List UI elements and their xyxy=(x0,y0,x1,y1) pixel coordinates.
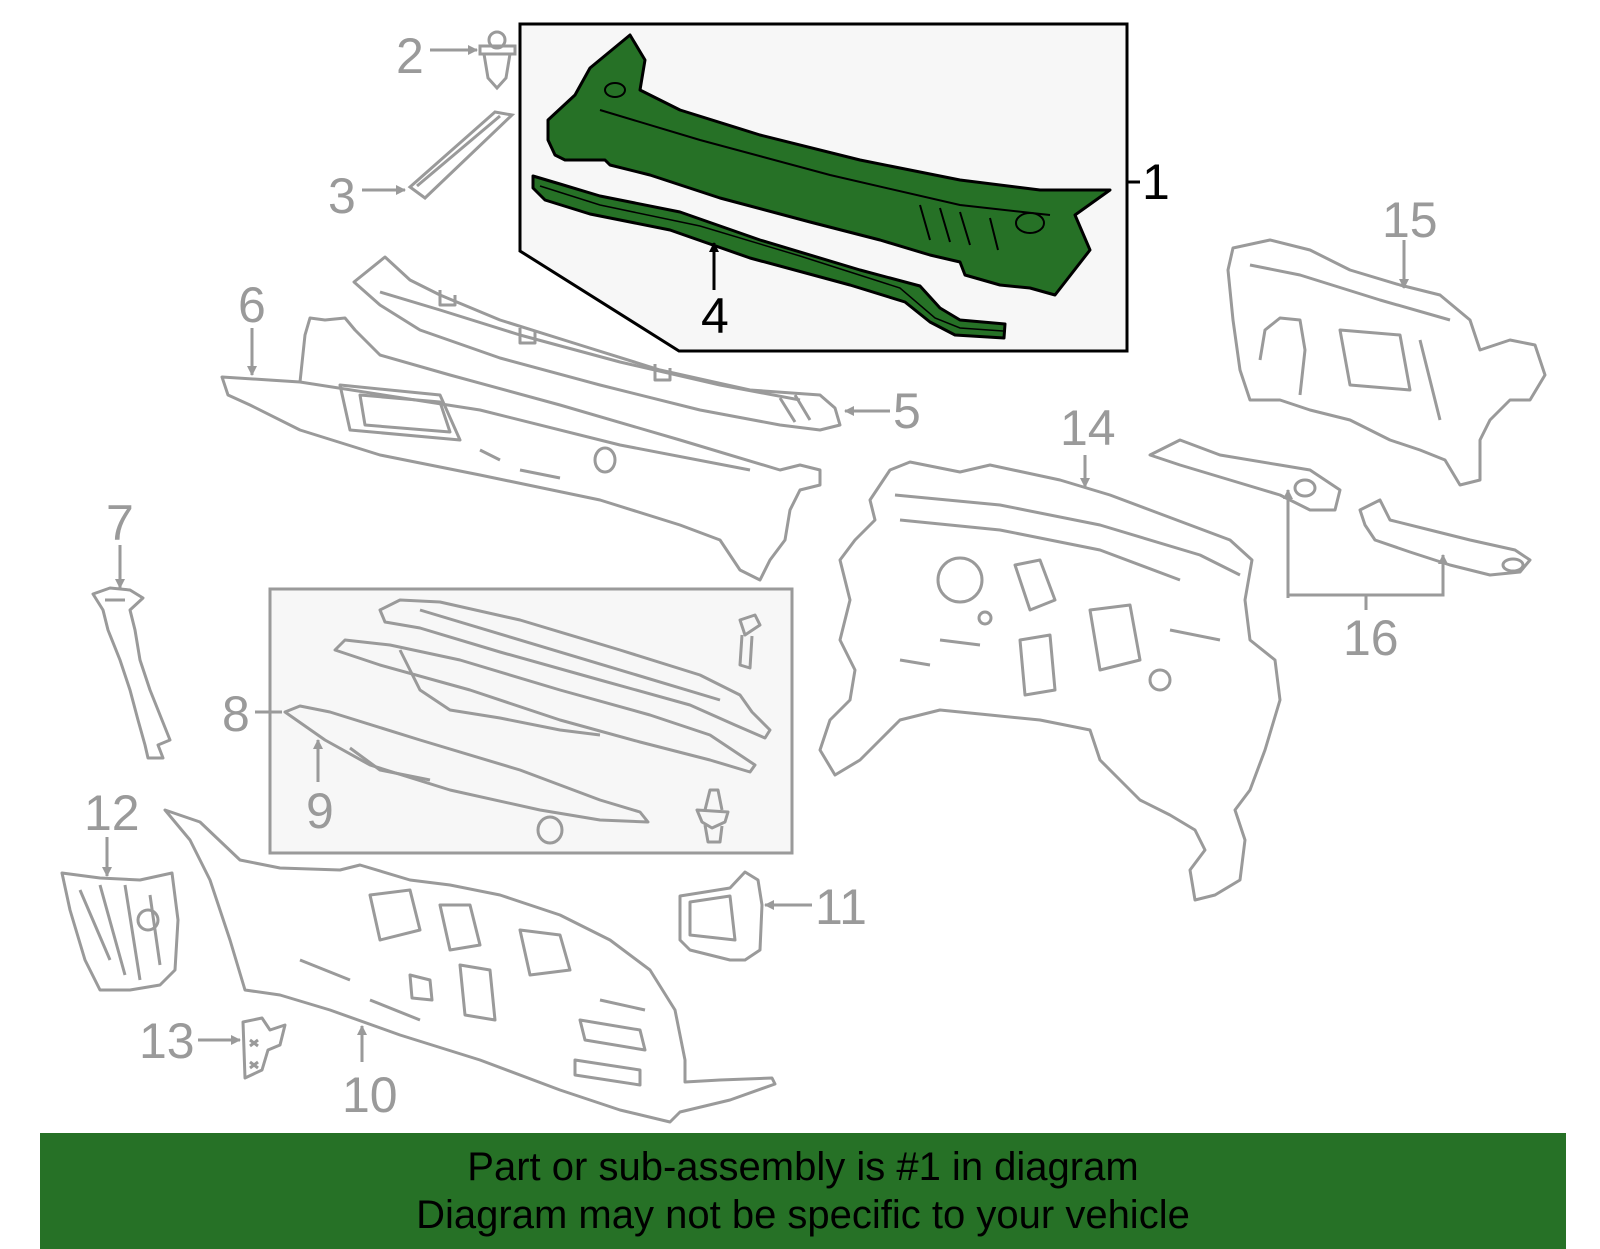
part-8-panel xyxy=(268,587,794,855)
callout-14: 14 xyxy=(1060,400,1116,456)
part-13-clip[interactable] xyxy=(241,1016,287,1080)
info-banner: Part or sub-assembly is #1 in diagram Di… xyxy=(40,1133,1566,1249)
callout-5: 5 xyxy=(893,383,921,439)
part-3-strip[interactable] xyxy=(407,110,516,200)
callout-1: 1 xyxy=(1142,154,1170,210)
callout-16: 16 xyxy=(1343,610,1399,666)
callout-9: 9 xyxy=(306,783,334,839)
callout-15: 15 xyxy=(1382,192,1438,248)
leader-lines-highlight xyxy=(709,180,1140,290)
callout-11: 11 xyxy=(815,879,867,935)
banner-line-1: Part or sub-assembly is #1 in diagram xyxy=(467,1145,1139,1189)
callout-7: 7 xyxy=(106,495,134,551)
callout-3: 3 xyxy=(328,168,356,224)
callout-2: 2 xyxy=(396,28,424,84)
part-14-dash-panel[interactable] xyxy=(818,460,1282,902)
part-2-clip[interactable] xyxy=(478,30,517,91)
part-10-dash-insulator[interactable] xyxy=(163,808,777,1124)
banner-line-2: Diagram may not be specific to your vehi… xyxy=(416,1193,1190,1237)
part-7-rod[interactable] xyxy=(91,586,172,760)
callout-12: 12 xyxy=(84,785,140,841)
callout-13: 13 xyxy=(139,1013,195,1069)
leader-lines xyxy=(102,45,1448,1062)
part-4-seal[interactable] xyxy=(531,174,1007,340)
part-8-reinforcement-set[interactable] xyxy=(283,598,772,845)
part-12-insulator[interactable] xyxy=(60,871,180,992)
part-6-cowl-lower[interactable] xyxy=(220,316,822,582)
part-5-cowl-upper[interactable] xyxy=(352,255,842,432)
callout-8: 8 xyxy=(222,686,250,742)
part-11-bracket[interactable] xyxy=(678,870,764,962)
callout-4: 4 xyxy=(701,288,729,344)
part-16-brackets[interactable] xyxy=(1148,438,1532,577)
callout-6: 6 xyxy=(238,277,266,333)
callout-labels: 1 2 3 4 5 6 7 8 9 10 11 12 13 14 15 16 xyxy=(84,28,1438,1123)
callout-10: 10 xyxy=(342,1067,398,1123)
part-1-cowl-panel[interactable] xyxy=(546,33,1112,297)
part-15-insulator-upper[interactable] xyxy=(1226,238,1547,487)
